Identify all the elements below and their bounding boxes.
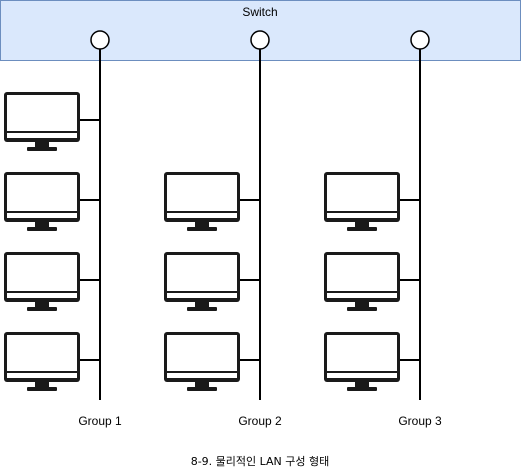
- computer: [4, 172, 100, 231]
- monitor-base: [347, 387, 377, 391]
- monitor-screen: [167, 335, 237, 371]
- monitor-icon: [164, 252, 240, 311]
- computer: [324, 252, 420, 311]
- monitor-neck: [35, 222, 49, 228]
- monitor-chin: [167, 293, 237, 298]
- switch-port: [250, 30, 270, 50]
- computer: [324, 332, 420, 391]
- computer: [4, 332, 100, 391]
- monitor-chin: [7, 213, 77, 218]
- computer: [164, 252, 260, 311]
- monitor-neck: [195, 222, 209, 228]
- monitor-base: [347, 307, 377, 311]
- group-2: Group 2: [164, 30, 282, 428]
- group-label: Group 3: [398, 414, 442, 428]
- monitor-chin: [327, 213, 397, 218]
- monitor-icon: [324, 172, 400, 231]
- monitor-base: [347, 227, 377, 231]
- monitor-base: [27, 227, 57, 231]
- monitor-icon: [164, 172, 240, 231]
- monitor-neck: [355, 302, 369, 308]
- figure-caption: 8-9. 물리적인 LAN 구성 형태: [191, 455, 330, 468]
- monitor-icon: [4, 332, 80, 391]
- monitor-screen: [167, 255, 237, 291]
- monitor-screen: [7, 95, 77, 131]
- computer: [4, 92, 100, 151]
- monitor-neck: [355, 222, 369, 228]
- group-3: Group 3: [324, 30, 442, 428]
- monitor-icon: [4, 92, 80, 151]
- monitor-chin: [167, 213, 237, 218]
- monitor-base: [27, 307, 57, 311]
- monitor-chin: [7, 133, 77, 138]
- monitor-screen: [327, 175, 397, 211]
- monitor-neck: [355, 382, 369, 388]
- monitor-chin: [327, 373, 397, 378]
- groups: Group 1 Group 2 Group 3: [4, 30, 442, 428]
- monitor-icon: [324, 252, 400, 311]
- monitor-base: [187, 387, 217, 391]
- monitor-chin: [7, 293, 77, 298]
- monitor-icon: [4, 172, 80, 231]
- monitor-chin: [7, 373, 77, 378]
- monitor-screen: [7, 335, 77, 371]
- monitor-icon: [4, 252, 80, 311]
- computer: [164, 332, 260, 391]
- monitor-neck: [195, 382, 209, 388]
- monitor-chin: [167, 373, 237, 378]
- monitor-icon: [324, 332, 400, 391]
- monitor-icon: [164, 332, 240, 391]
- monitor-screen: [7, 175, 77, 211]
- monitor-base: [27, 387, 57, 391]
- switch-label: Switch: [242, 5, 277, 19]
- monitor-screen: [167, 175, 237, 211]
- monitor-base: [187, 307, 217, 311]
- computer: [4, 252, 100, 311]
- monitor-screen: [327, 335, 397, 371]
- switch-port: [410, 30, 430, 50]
- computer: [164, 172, 260, 231]
- monitor-neck: [35, 382, 49, 388]
- computer: [324, 172, 420, 231]
- group-label: Group 2: [238, 414, 282, 428]
- monitor-chin: [327, 293, 397, 298]
- monitor-screen: [327, 255, 397, 291]
- switch-port: [90, 30, 110, 50]
- monitor-base: [27, 147, 57, 151]
- monitor-screen: [7, 255, 77, 291]
- monitor-neck: [195, 302, 209, 308]
- group-label: Group 1: [78, 414, 122, 428]
- group-1: Group 1: [4, 30, 122, 428]
- monitor-neck: [35, 302, 49, 308]
- monitor-neck: [35, 142, 49, 148]
- monitor-base: [187, 227, 217, 231]
